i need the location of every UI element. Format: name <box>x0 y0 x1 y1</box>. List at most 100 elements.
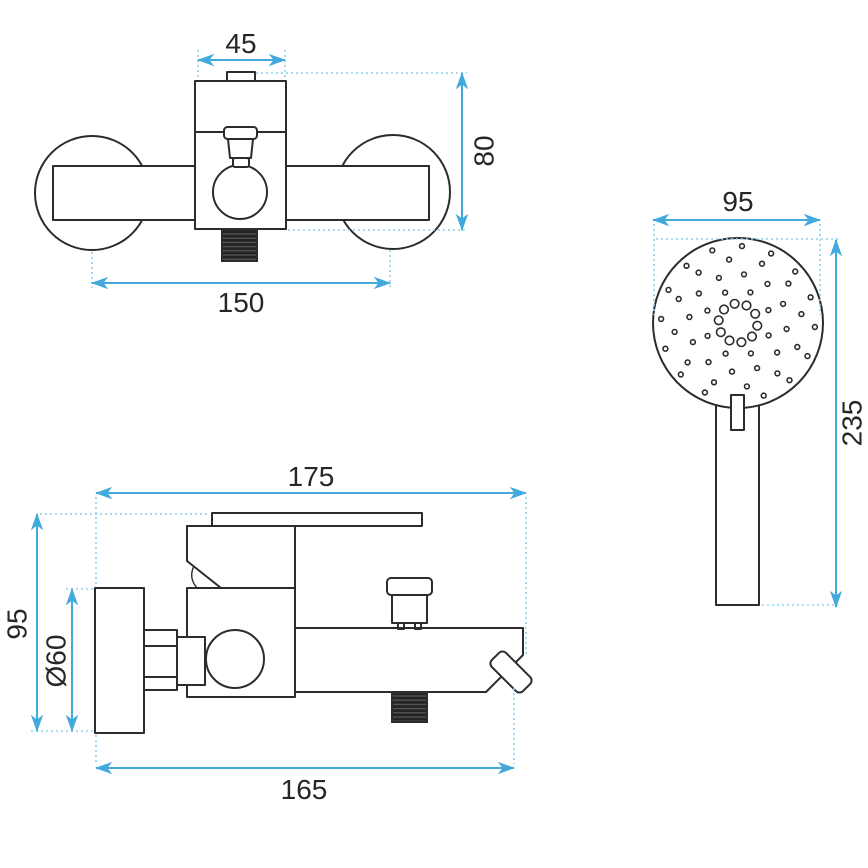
mounting-nut <box>143 629 178 691</box>
aerator-tip <box>489 650 533 694</box>
spray-hole <box>753 364 761 372</box>
dimension-45: 45 <box>196 28 287 80</box>
handle-pivot-arc <box>190 565 198 589</box>
spray-hole <box>715 327 726 338</box>
spray-hole <box>657 315 665 323</box>
valve-circle <box>205 629 265 689</box>
spray-hole <box>752 320 763 331</box>
spray-hole <box>791 268 799 275</box>
spray-hole <box>758 260 766 267</box>
spray-hole <box>705 358 712 366</box>
dimension-label: 150 <box>218 287 265 318</box>
spray-hole <box>794 343 801 351</box>
spray-hole <box>736 337 747 348</box>
spray-hole <box>701 389 709 396</box>
dimension-diameter-60: Ø60 <box>41 587 95 733</box>
spray-hole <box>718 304 730 315</box>
dimension-label: 95 <box>722 186 753 217</box>
spray-hole <box>786 377 793 384</box>
spray-hole <box>785 280 792 287</box>
spray-hole <box>704 307 711 314</box>
spray-hole <box>767 250 775 257</box>
top-tab <box>226 71 256 82</box>
mode-button <box>730 394 745 431</box>
spray-hole <box>741 300 752 311</box>
hand-shower-view: 95 235 <box>651 186 868 609</box>
dimension-label: 95 <box>2 608 33 639</box>
spray-hole <box>713 315 724 326</box>
spray-hole <box>783 325 790 333</box>
spray-hole <box>811 323 819 331</box>
spray-hole <box>740 271 748 278</box>
spray-hole <box>773 349 781 356</box>
spray-hole <box>760 392 767 399</box>
spray-hole <box>665 286 672 294</box>
spray-hole <box>774 370 781 377</box>
spray-hole <box>710 379 718 386</box>
spray-hole <box>738 242 746 250</box>
bottom-outlet-thread <box>391 692 428 723</box>
spray-hole <box>729 298 740 309</box>
spray-hole <box>807 294 814 301</box>
spray-hole <box>743 383 751 390</box>
spray-hole <box>671 328 678 336</box>
spray-hole <box>695 290 703 297</box>
spray-hole <box>764 280 771 288</box>
spray-hole <box>725 256 733 263</box>
dimension-165: 165 <box>94 688 516 805</box>
spray-hole <box>750 308 761 319</box>
spray-hole <box>798 310 805 318</box>
spray-hole <box>684 359 691 366</box>
handle-neck <box>232 157 250 168</box>
faucet-side-view: 175 95 Ø60 165 <box>2 461 533 805</box>
dimension-label: 165 <box>281 774 328 805</box>
spray-hole <box>686 313 693 321</box>
lever-handle-bar <box>211 512 423 527</box>
wall-plate <box>94 587 145 734</box>
spray-hole <box>675 295 682 303</box>
lever-handle-base <box>186 525 296 589</box>
spray-hole <box>747 289 754 296</box>
connector <box>176 636 206 686</box>
spray-hole <box>724 335 735 346</box>
dimension-150: 150 <box>90 250 392 318</box>
dimension-95-diameter: 95 <box>651 186 838 315</box>
handle-stem <box>227 138 254 159</box>
spray-hole <box>715 274 723 282</box>
shower-outlet-thread <box>221 229 258 262</box>
spout <box>294 627 524 693</box>
spray-hole <box>746 331 758 342</box>
dimension-175: 175 <box>94 461 528 656</box>
spray-hole <box>695 269 702 276</box>
dimension-label: 175 <box>288 461 335 492</box>
spray-hole <box>722 350 729 357</box>
spray-hole <box>683 262 690 269</box>
cartridge-circle <box>212 164 268 220</box>
spray-hole <box>704 332 711 340</box>
faucet-front-view: 45 80 150 <box>34 28 500 318</box>
spray-hole <box>709 247 716 254</box>
dimension-label: 80 <box>469 135 500 166</box>
dimension-label: 235 <box>837 400 868 447</box>
dimension-label: 45 <box>225 28 256 59</box>
dimension-label: Ø60 <box>41 635 72 688</box>
dimension-80: 80 <box>256 71 500 232</box>
spray-hole <box>662 345 669 352</box>
spray-hole <box>765 332 772 339</box>
diverter-cap <box>386 577 433 596</box>
spray-hole <box>747 350 755 357</box>
spray-hole <box>677 371 684 378</box>
dimension-95-height: 95 <box>2 512 210 733</box>
shower-head <box>652 237 824 409</box>
spray-hole <box>804 352 811 360</box>
shower-handle <box>715 399 760 606</box>
spray-hole <box>689 338 697 346</box>
spray-hole <box>765 306 772 314</box>
diverter-body <box>391 594 428 624</box>
spray-hole <box>721 289 729 296</box>
spray-hole <box>779 300 787 308</box>
handle-flange <box>223 126 258 140</box>
spray-hole <box>728 368 736 375</box>
